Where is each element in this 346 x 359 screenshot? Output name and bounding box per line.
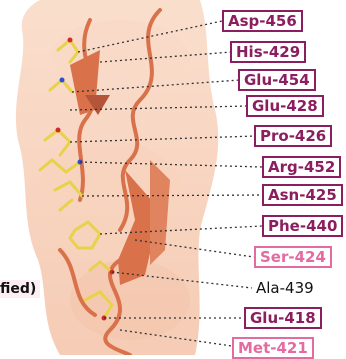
residue-label-glu-418: Glu-418 <box>244 307 322 329</box>
residue-label-ala-439: Ala-439 <box>252 277 318 299</box>
residue-label-asn-425: Asn-425 <box>262 184 343 206</box>
residue-label-met-421: Met-421 <box>232 337 314 359</box>
residue-label-glu-428: Glu-428 <box>246 95 324 117</box>
residue-label-pro-426: Pro-426 <box>254 125 332 147</box>
residue-label-ser-424: Ser-424 <box>254 246 332 268</box>
residue-label-asp-456: Asp-456 <box>222 10 303 32</box>
residue-label-his-429: His-429 <box>230 41 306 63</box>
side-label: fied) <box>0 280 40 298</box>
residue-label-arg-452: Arg-452 <box>262 156 341 178</box>
residue-label-phe-440: Phe-440 <box>262 215 343 237</box>
residue-label-glu-454: Glu-454 <box>238 69 316 91</box>
